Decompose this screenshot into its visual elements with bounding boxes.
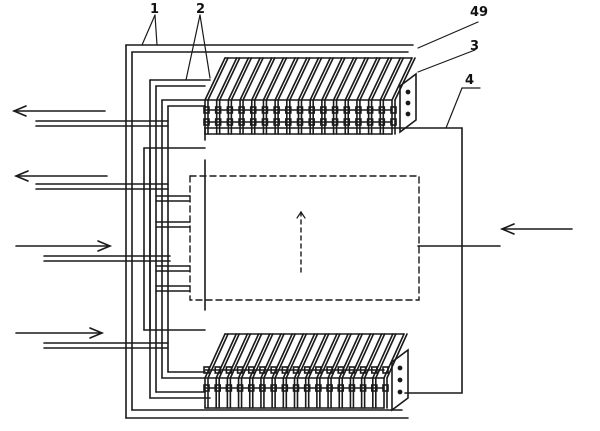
ref-label-4: 4 [465,73,474,88]
manifold-lines [125,44,414,419]
arrow-center-left-inflow [15,240,113,252]
arrow-top-left-outflow [11,105,106,117]
ref-label-1: 1 [150,2,159,17]
ref-label-3: 3 [470,39,479,54]
top-heat-exchanger-bank [203,57,416,135]
arrow-bottom-left-inflow [15,327,105,339]
bottom-heat-exchanger-bank [203,333,408,409]
ref-label-2: 2 [196,2,205,17]
left-feed-pipes [35,120,171,349]
leader-lines [141,14,481,129]
ref-label-49: 49 [470,5,488,20]
branch-pipes [155,195,191,292]
arrow-right-inflow [499,223,573,235]
bottom-end-plate [391,348,409,412]
inner-chamber-dashed [189,175,420,301]
top-end-plate [399,72,417,134]
arrow-mid-left-outflow [13,170,108,182]
